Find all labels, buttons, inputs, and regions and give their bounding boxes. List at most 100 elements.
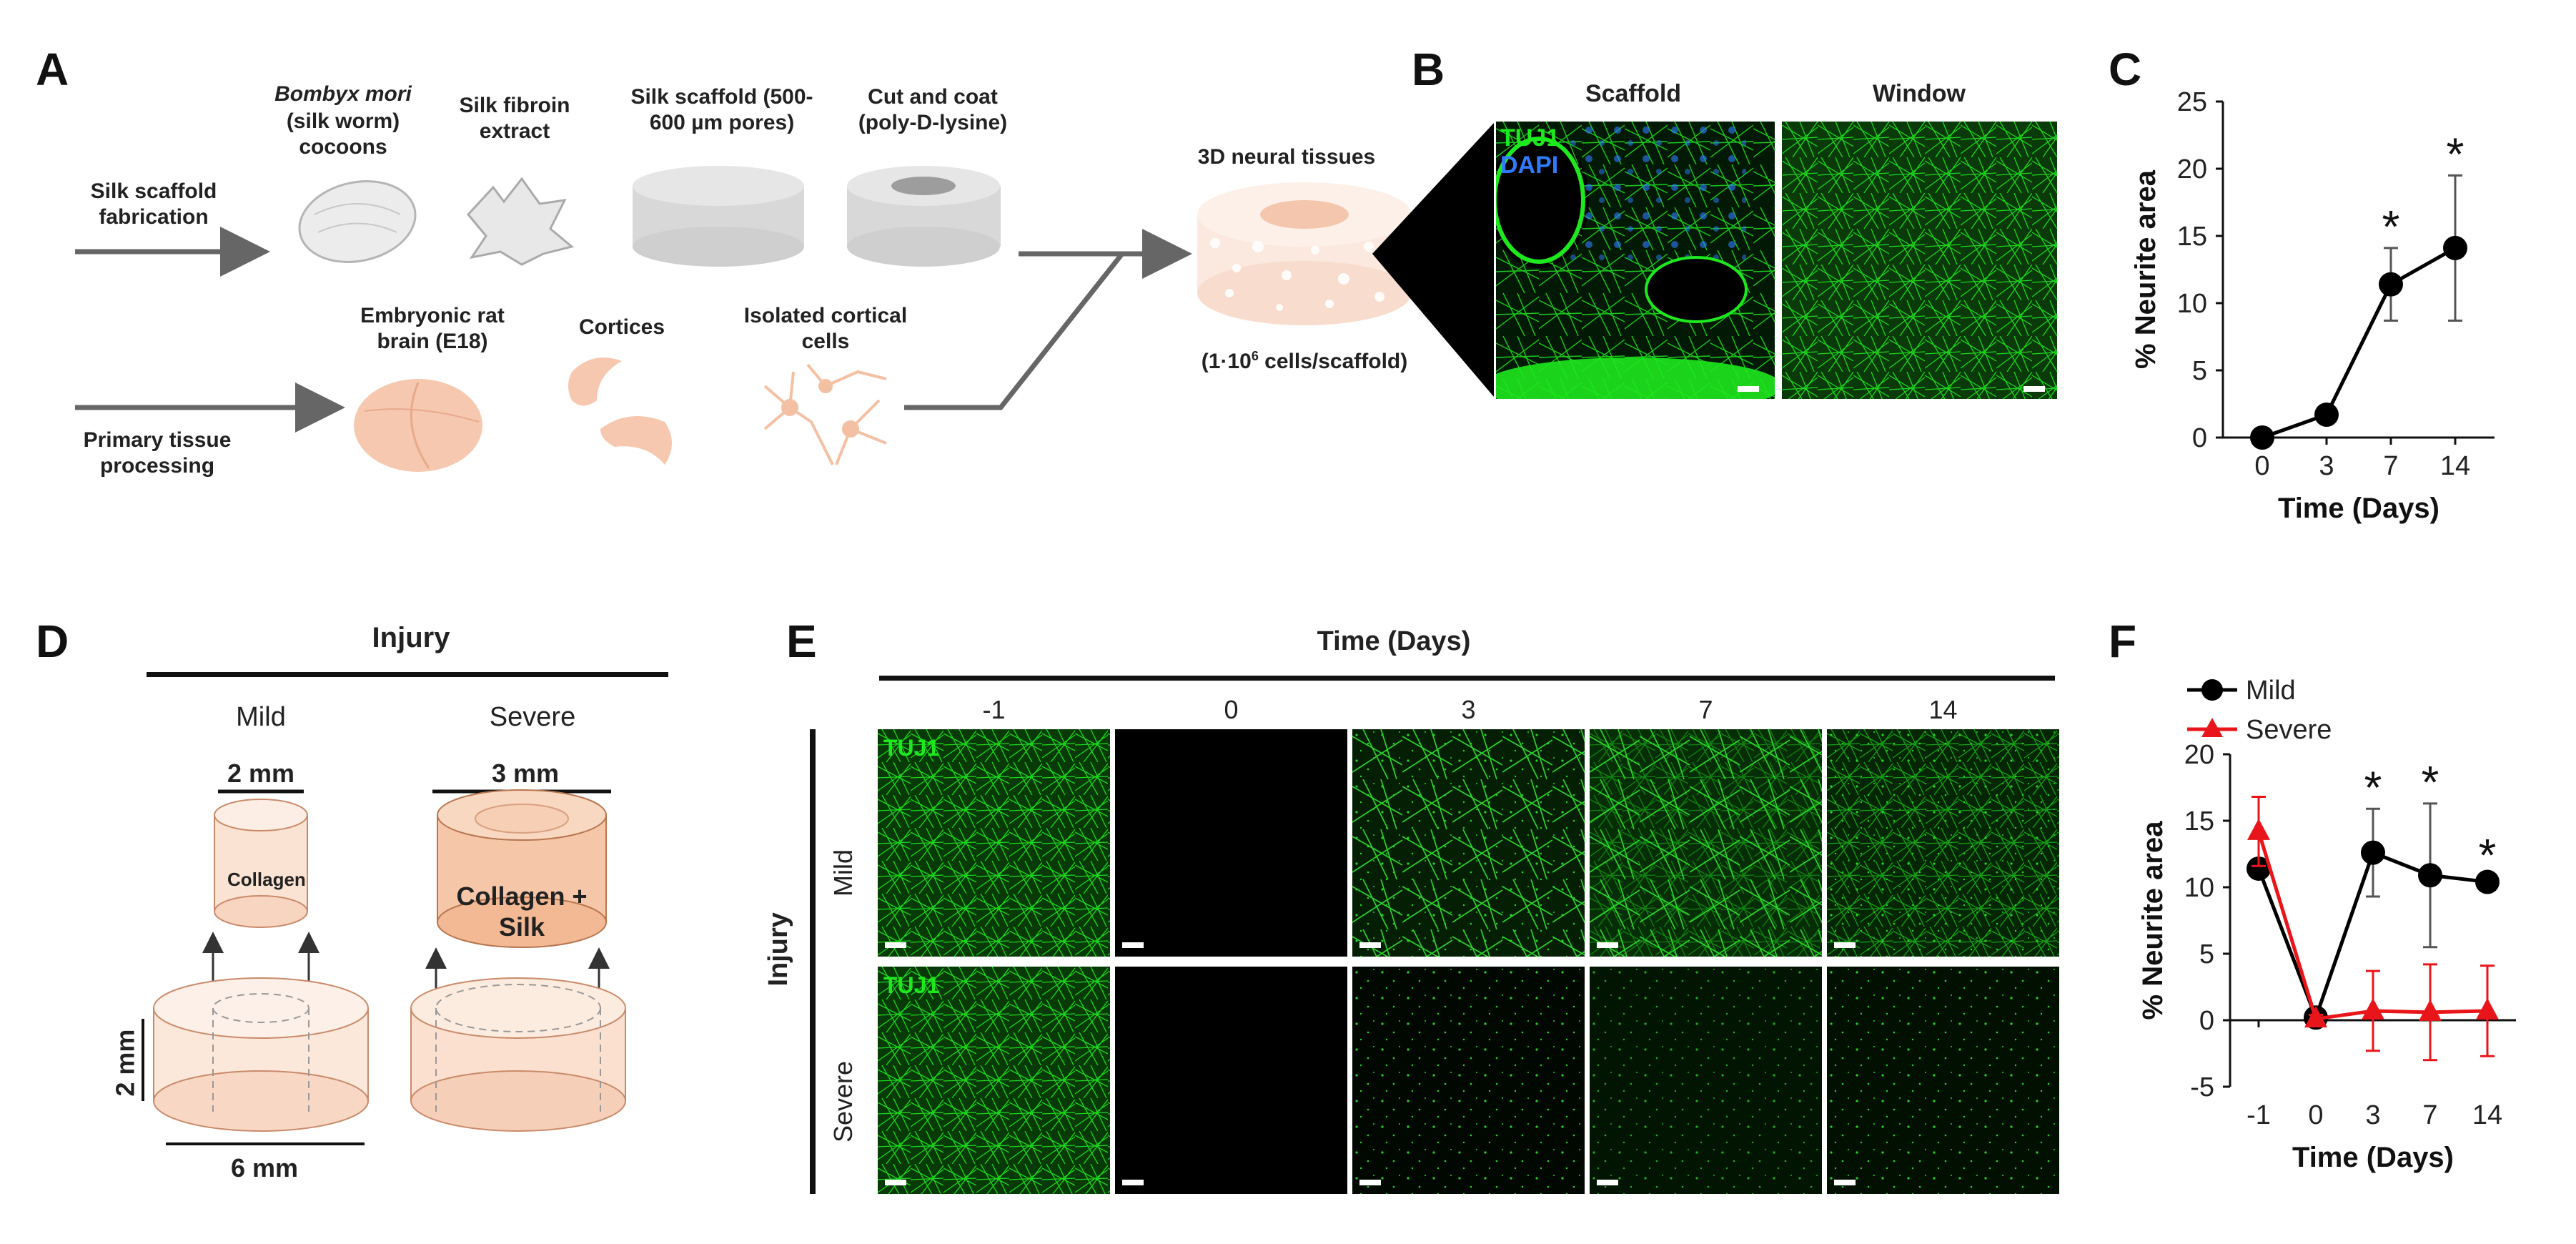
scale-bar	[1359, 942, 1381, 948]
panel-d-letter: D	[36, 616, 69, 667]
cut-coat-icon	[847, 166, 1001, 267]
bombyx-subtitle: (silk worm) cocoons	[286, 109, 400, 159]
severe-label: Severe	[489, 702, 576, 732]
injury-title-rule	[147, 672, 668, 677]
timepoint-label: 0	[1224, 695, 1239, 724]
data-point	[2246, 856, 2271, 881]
data-point	[2361, 840, 2385, 865]
severe-dimension: 3 mm	[491, 759, 560, 788]
bombyx-title: Bombyx mori	[274, 82, 412, 106]
micrograph-severe-day-3	[1352, 967, 1585, 1194]
significance-star: *	[2382, 201, 2400, 252]
x-tick-label: 14	[2440, 451, 2470, 481]
significance-star: *	[2422, 756, 2439, 808]
severe-base-disc	[410, 977, 626, 1132]
zoom-wedge	[1372, 123, 1494, 397]
merge-line-bottom	[904, 229, 1192, 410]
micrograph-mild-day-0	[1115, 729, 1347, 957]
silk-fabrication-label: Silk scaffold fabrication	[90, 179, 217, 229]
brain-icon	[354, 379, 482, 472]
mild-base-disc	[153, 977, 369, 1132]
data-point	[2247, 818, 2270, 840]
panel-e-letter: E	[786, 616, 817, 667]
significance-star: *	[2364, 761, 2382, 813]
micrograph-mild-day-14	[1827, 729, 2059, 957]
scale-bar	[1359, 1180, 1381, 1185]
embryonic-brain-label: Embryonic rat brain (E18)	[360, 304, 505, 353]
data-point	[2475, 869, 2500, 894]
injury-title: Injury	[372, 622, 450, 653]
fibroin-icon	[467, 177, 575, 266]
micrograph-severe-day-14	[1827, 967, 2059, 1194]
y-axis-title: % Neurite area	[2130, 169, 2161, 369]
timepoint-label: -1	[982, 695, 1006, 724]
micrograph-severe-day-minus1: TUJ1	[878, 967, 1110, 1194]
y-tick-label: 0	[2192, 423, 2207, 453]
collagen-label: Collagen	[227, 869, 306, 890]
data-point	[2250, 425, 2274, 450]
x-tick-label: 14	[2472, 1100, 2502, 1130]
timepoint-label: 14	[1928, 695, 1958, 724]
scale-bar	[1834, 942, 1856, 948]
y-tick-label: -5	[2190, 1072, 2214, 1102]
significance-star: *	[2447, 128, 2464, 179]
scale-bar	[885, 1180, 906, 1185]
y-tick-label: 20	[2177, 154, 2207, 184]
y-tick-label: 25	[2177, 87, 2207, 117]
mild-row-label: Mild	[828, 849, 858, 897]
neural-tissues-title: 3D neural tissues	[1197, 145, 1376, 169]
isolated-cells-label: Isolated cortical cells	[743, 304, 908, 353]
micrograph-severe-day-0	[1115, 967, 1347, 1194]
series-line	[2262, 246, 2457, 440]
y-tick-label: 15	[2184, 806, 2214, 836]
collagen-silk-plug	[437, 789, 607, 948]
silk-fibroin-label: Silk fibroin extract	[459, 94, 570, 143]
panel-d-drawing	[142, 789, 626, 1145]
scale-bar	[1122, 1180, 1144, 1185]
x-tick-label: 7	[2383, 451, 2398, 481]
y-tick-label: 0	[2199, 1006, 2214, 1036]
data-point	[2418, 863, 2442, 888]
micrograph-mild-day-minus1: TUJ1	[878, 729, 1110, 957]
x-tick-label: 0	[2308, 1100, 2323, 1130]
neural-tissues-density: (1·106 cells/scaffold)	[1201, 349, 1408, 373]
micrograph-grid: TUJ1 TUJ1	[878, 729, 2064, 1194]
panel-a-letter: A	[36, 44, 69, 95]
mild-dimension: 2 mm	[227, 759, 295, 788]
tuj1-label: TUJ1	[883, 972, 940, 998]
y-tick-label: 5	[2199, 939, 2214, 969]
x-tick-label: 3	[2365, 1100, 2380, 1130]
window-micrograph	[1782, 122, 2057, 399]
micrograph-mild-day-7	[1590, 729, 1822, 957]
x-axis-title: Time (Days)	[2278, 493, 2439, 524]
timepoint-label: 7	[1698, 695, 1713, 724]
panel-c-letter: C	[2109, 44, 2142, 95]
scaffold-micrograph: TUJ1 DAPI	[1496, 122, 1775, 399]
scale-bar	[1738, 386, 1759, 392]
data-point	[2476, 997, 2499, 1020]
injury-row-label: Injury	[763, 912, 794, 987]
collagen-silk-label: Collagen + Silk	[456, 882, 588, 942]
data-point	[2443, 235, 2467, 260]
data-point	[2314, 403, 2339, 428]
y-tick-label: 5	[2192, 356, 2207, 386]
panel-f-letter: F	[2109, 616, 2137, 667]
injury-row-rule	[810, 729, 816, 1194]
y-tick-label: 20	[2184, 740, 2214, 770]
panel-e-time-title: Time (Days)	[1317, 626, 1471, 656]
timepoint-header: -1 0 3 7 14	[878, 695, 2057, 724]
data-point	[2304, 1006, 2327, 1028]
data-point	[2419, 999, 2442, 1021]
data-point	[2362, 997, 2384, 1020]
x-tick-label: 7	[2422, 1100, 2437, 1130]
cortices-label: Cortices	[578, 315, 665, 339]
significance-star: *	[2479, 829, 2497, 881]
width-dimension: 6 mm	[230, 1153, 299, 1183]
tuj1-label: TUJ1	[883, 735, 940, 761]
timepoint-label: 3	[1461, 695, 1476, 724]
y-tick-label: 15	[2177, 222, 2207, 252]
panel-b-letter: B	[1412, 44, 1445, 95]
legend-marker	[2201, 679, 2223, 701]
